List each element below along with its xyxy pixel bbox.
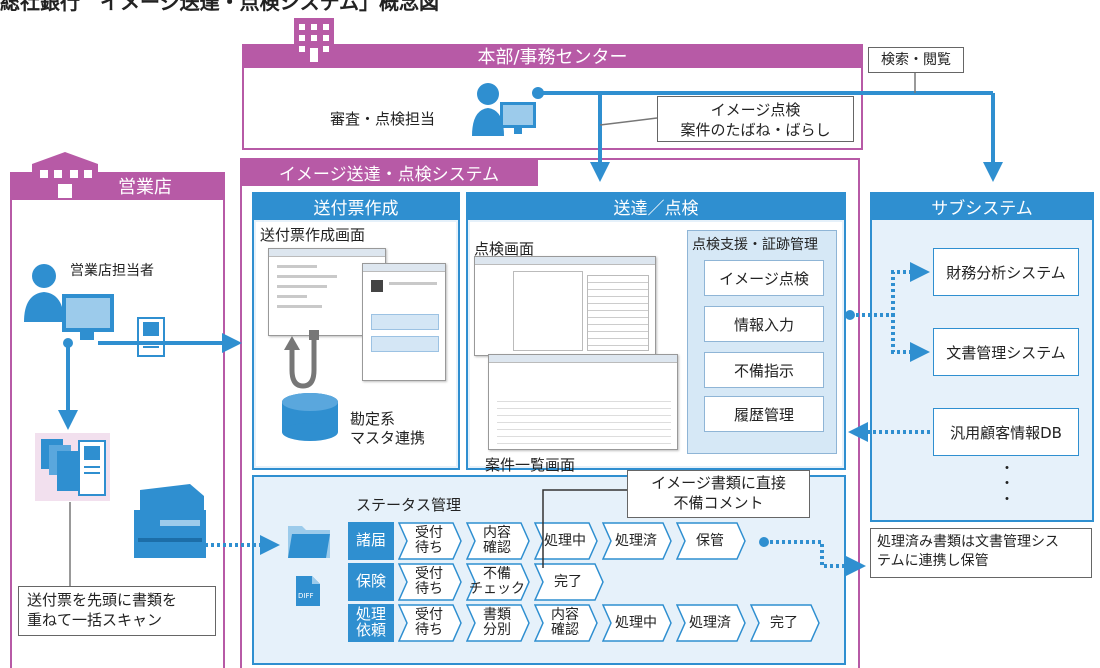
status-step-label: 処理済 — [615, 532, 657, 549]
subsystem-ellipsis: ・ ・ ・ — [1000, 461, 1014, 508]
status-step-shape — [750, 604, 820, 642]
comment-line-2: 不備コメント — [673, 494, 764, 513]
master-link-line-1: 勘定系 — [350, 410, 396, 428]
honbu-start-dot — [532, 87, 544, 99]
callout-line-1: イメージ点検 — [710, 101, 801, 119]
status-step-label: 完了 — [554, 573, 582, 590]
branch-frame — [10, 172, 225, 668]
status-step-label: 受付 待ち — [415, 525, 443, 556]
status-step-shape — [398, 604, 462, 642]
storage-note-line-1: 処理済み書類は文書管理シス — [877, 534, 1059, 550]
support-deficiency-instruction: 不備指示 — [704, 352, 824, 388]
status-step-shape — [398, 563, 462, 601]
database-icon — [280, 392, 340, 444]
branch-person-icon — [22, 262, 132, 342]
slip-screen-label: 送付票作成画面 — [260, 226, 366, 244]
honbu-label: 本部/事務センター — [242, 44, 863, 68]
comment-callout: イメージ書類に直接 不備コメント — [627, 470, 810, 518]
status-step-label: 完了 — [770, 614, 798, 631]
storage-line — [764, 540, 866, 576]
status-category: 処理 依頼 — [348, 604, 394, 642]
status-step-label: 受付 待ち — [415, 607, 443, 638]
callout-line-2: 案件のたばね・ばらし — [680, 121, 831, 140]
status-step-label: 内容 確認 — [483, 525, 511, 556]
diff-file-label: DIFF — [298, 592, 314, 600]
folder-icon — [286, 520, 332, 560]
status-step-label: 保管 — [696, 532, 724, 549]
subsystem-customer-db: 汎用顧客情報DB — [933, 408, 1079, 456]
honbu-role-label: 審査・点検担当 — [330, 110, 436, 128]
case-list-screen-mock — [488, 354, 678, 450]
system-label: イメージ送達・点検システム — [240, 158, 538, 186]
status-step-shape — [602, 522, 672, 560]
storage-note: 処理済み書類は文書管理シス テムに連携し保管 — [870, 528, 1092, 578]
slip-screen-mock-2 — [362, 263, 446, 381]
subsystem-financial-analysis: 財務分析システム — [933, 248, 1079, 296]
comment-pointer-line — [542, 489, 627, 568]
slip-document-icon — [137, 317, 165, 357]
branch-person-label: 営業店担当者 — [70, 263, 154, 279]
comment-line-1: イメージ書類に直接 — [651, 474, 786, 492]
scan-note-box: 送付票を先頭に書類を 重ねて一括スキャン — [18, 586, 216, 636]
building-icon — [290, 16, 338, 62]
inspection-screen-mock — [474, 256, 656, 356]
diff-file-icon: DIFF — [294, 574, 322, 608]
status-category: 諸届 — [348, 522, 394, 560]
diagram-title: 総社銀行 イメージ送達・点検システム」概念図 — [0, 0, 439, 14]
inspection-header: 送達／点検 — [466, 192, 846, 220]
scanner-icon — [130, 480, 212, 560]
u-turn-arrow-icon — [282, 330, 324, 392]
status-title: ステータス管理 — [356, 496, 462, 514]
status-step-label: 書類 分別 — [483, 607, 511, 638]
status-step-shape — [602, 604, 672, 642]
inspection-callout: イメージ点検 案件のたばね・ばらし — [657, 96, 854, 142]
scan-note-line-1: 送付票を先頭に書類を — [27, 591, 178, 609]
slip-creation-header: 送付票作成 — [252, 192, 460, 220]
status-step-label: 処理中 — [615, 614, 657, 631]
support-history-management: 履歴管理 — [704, 396, 824, 432]
status-step-shape — [676, 522, 746, 560]
status-step-shape — [466, 563, 530, 601]
status-step-label: 処理済 — [689, 614, 731, 631]
support-image-inspection: イメージ点検 — [704, 260, 824, 296]
master-link-label: 勘定系 マスタ連携 — [350, 410, 425, 448]
status-step-shape — [534, 604, 598, 642]
branch-dot — [63, 338, 73, 348]
support-title: 点検支援・証跡管理 — [692, 237, 818, 253]
status-step-label: 受付 待ち — [415, 566, 443, 597]
subsystem-header: サブシステム — [870, 192, 1094, 220]
branch-building-icon — [28, 150, 102, 198]
status-step-shape — [398, 522, 462, 560]
status-category: 保険 — [348, 563, 394, 601]
status-step-shape — [466, 604, 530, 642]
to-financial-line — [850, 262, 930, 317]
stacked-documents-icon — [35, 433, 110, 501]
scan-note-line-2: 重ねて一括スキャン — [27, 611, 163, 630]
status-step-shape — [676, 604, 746, 642]
master-link-line-2: マスタ連携 — [350, 428, 426, 447]
search-browse-label: 検索・閲覧 — [881, 52, 951, 68]
case-list-label: 案件一覧画面 — [485, 456, 576, 474]
storage-note-line-2: テムに連携し保管 — [877, 552, 989, 569]
inspector-person-icon — [470, 80, 540, 136]
support-info-input: 情報入力 — [704, 306, 824, 342]
status-step-label: 不備 チェック — [469, 566, 525, 597]
subsystem-document-management: 文書管理システム — [933, 328, 1079, 376]
status-step-label: 処理中 — [544, 532, 586, 549]
search-browse-box: 検索・閲覧 — [868, 47, 964, 73]
callout-pointer-line — [599, 117, 658, 126]
inspection-screen-label: 点検画面 — [474, 240, 535, 258]
to-document-line — [850, 313, 930, 362]
status-step-label: 内容 確認 — [551, 607, 579, 638]
status-step-shape — [466, 522, 530, 560]
status-step-shape — [534, 563, 604, 601]
